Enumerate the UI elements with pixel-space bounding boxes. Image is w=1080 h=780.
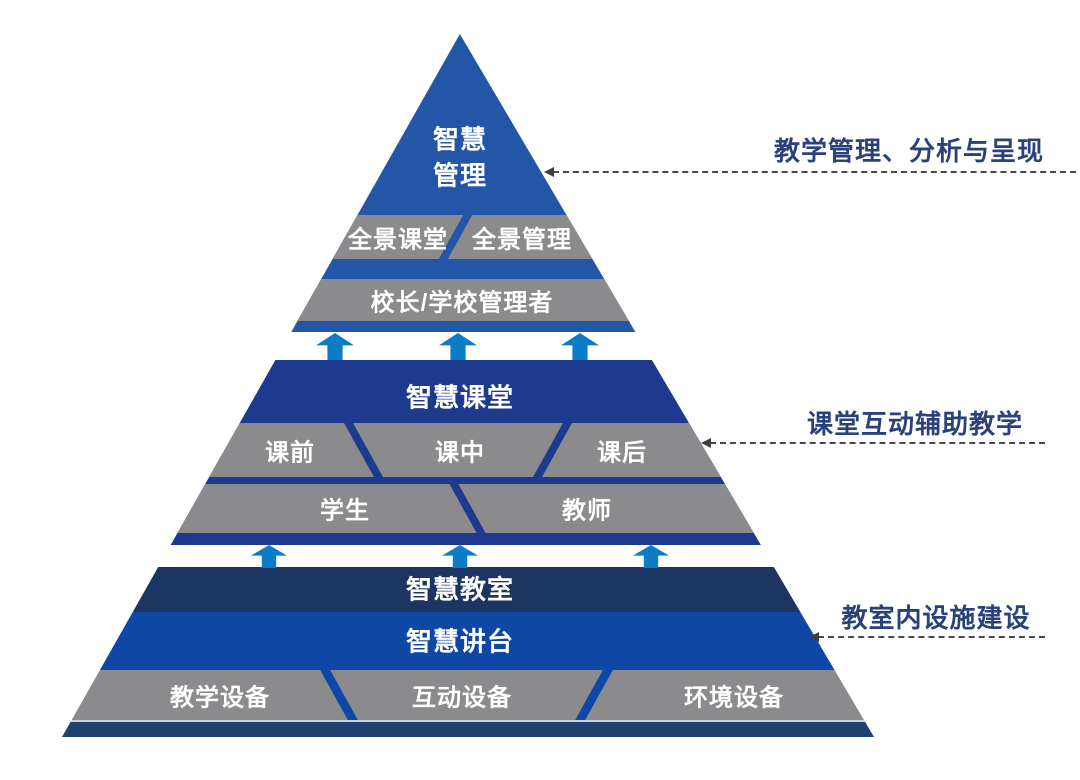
up-arrow-icon <box>316 333 354 360</box>
up-arrow-icon <box>561 333 599 360</box>
left-arrowhead-icon <box>809 632 819 642</box>
cell-before-class: 课前 <box>265 439 315 467</box>
annotation-interaction-label: 课堂互动辅助教学 <box>806 409 1023 439</box>
tier3-smart-podium-band <box>62 612 874 670</box>
cell-in-class: 课中 <box>435 439 485 467</box>
dashed-connector-line <box>710 442 1045 444</box>
base-highlight-line <box>62 720 874 722</box>
tier3-smart-podium-title: 智慧讲台 <box>405 626 515 657</box>
left-arrowhead-icon <box>544 167 554 177</box>
cell-panorama-classroom: 全景课堂 <box>348 226 448 254</box>
dashed-connector-line <box>553 171 1076 173</box>
cell-teachers: 教师 <box>562 497 612 525</box>
cell-students: 学生 <box>320 497 370 525</box>
cell-interactive-devices: 互动设备 <box>412 684 512 712</box>
pyramid-base-strip <box>62 722 874 737</box>
cell-after-class: 课后 <box>597 439 647 467</box>
dashed-connector-line <box>818 636 1045 638</box>
tier1-title-line1: 智慧 <box>432 124 488 155</box>
left-arrowhead-icon <box>701 438 711 448</box>
cell-principal-admin: 校长/学校管理者 <box>370 289 554 317</box>
up-arrow-icon <box>251 545 287 568</box>
annotation-facilities-label: 教室内设施建设 <box>841 603 1031 633</box>
up-arrow-icon <box>439 333 477 360</box>
tier2-title: 智慧课堂 <box>405 382 515 413</box>
tier1-title-line2: 管理 <box>432 160 488 191</box>
tier3-smart-room-band <box>62 567 874 612</box>
up-arrow-icon <box>633 545 669 568</box>
tier3-row-devices <box>62 670 874 720</box>
cell-teaching-devices: 教学设备 <box>170 684 270 712</box>
up-arrow-icon <box>442 545 478 568</box>
annotation-management-label: 教学管理、分析与呈现 <box>773 136 1044 166</box>
cell-environment-devices: 环境设备 <box>684 684 784 712</box>
cell-panorama-management: 全景管理 <box>472 226 572 254</box>
tier3-smart-room-title: 智慧教室 <box>405 574 515 605</box>
